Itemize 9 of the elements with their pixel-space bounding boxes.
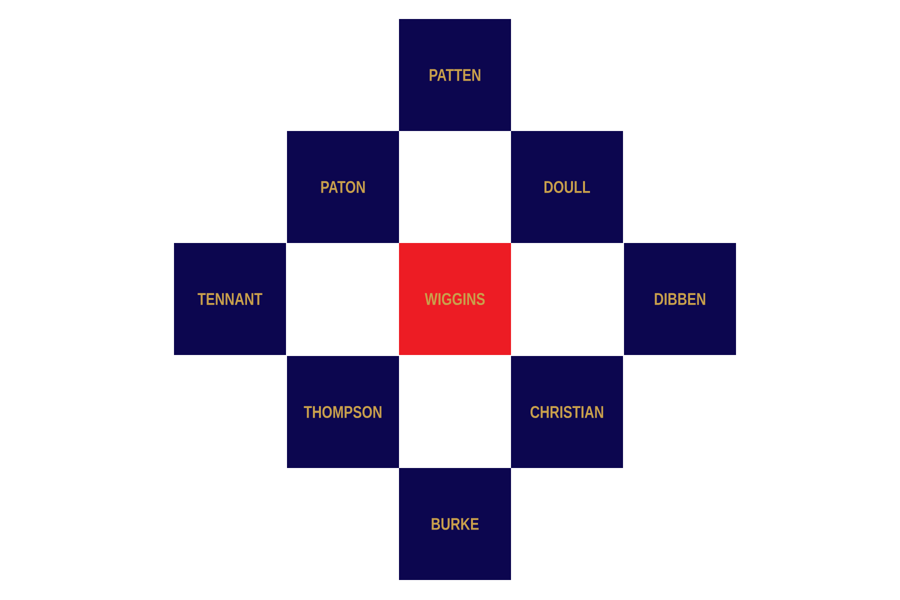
name-tile: THOMPSON — [287, 356, 399, 468]
name-tile: WIGGINS — [399, 243, 511, 355]
name-tile: CHRISTIAN — [511, 356, 623, 468]
name-tile: TENNANT — [174, 243, 286, 355]
name-tile: BURKE — [399, 468, 511, 580]
name-tile: PATON — [287, 131, 399, 243]
name-tile: DOULL — [511, 131, 623, 243]
name-tile: PATTEN — [399, 19, 511, 131]
name-tile: DIBBEN — [624, 243, 736, 355]
